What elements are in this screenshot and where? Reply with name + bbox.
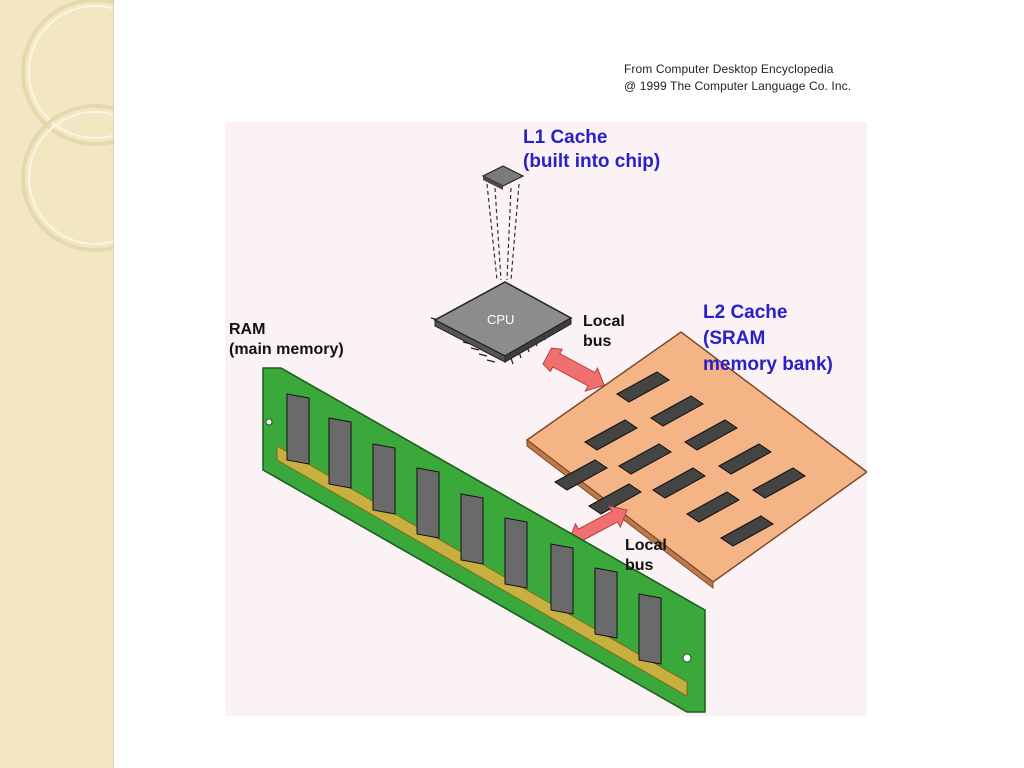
local-bus-bottom-line1: Local (625, 537, 667, 554)
credit-line-2: @ 1999 The Computer Language Co. Inc. (624, 79, 852, 93)
credit-line-1: From Computer Desktop Encyclopedia (624, 62, 834, 76)
l2-cache-line2: (SRAM (703, 328, 766, 349)
l1-cache-subtitle: (built into chip) (523, 151, 661, 172)
ram-chips (286, 393, 662, 665)
diagram-illustration (262, 165, 867, 713)
ram-mounting-hole-right (682, 653, 692, 663)
local-bus-bottom-line2: bus (625, 557, 654, 574)
sram-chips (554, 371, 806, 547)
l1-cache-title: L1 Cache (523, 127, 608, 148)
ram-label: RAM (main memory) (229, 320, 344, 360)
l2-cache-label: L2 Cache (SRAM memory bank) (703, 300, 833, 378)
local-bus-label-bottom: Local bus (625, 536, 667, 576)
l2-cache-title: L2 Cache (703, 302, 788, 323)
source-credit: From Computer Desktop Encyclopedia @ 199… (624, 61, 851, 95)
local-bus-label-top: Local bus (583, 312, 625, 352)
local-bus-top-line2: bus (583, 333, 612, 350)
memory-hierarchy-diagram: L1 Cache (built into chip) CPU Local bus… (225, 122, 867, 716)
l2-cache-line3: memory bank) (703, 354, 833, 375)
l1-projection-lines (486, 183, 520, 281)
local-bus-top-line1: Local (583, 313, 625, 330)
cpu-chip-right-edge (504, 317, 572, 363)
ram-subtitle: (main memory) (229, 341, 344, 358)
ram-title: RAM (229, 321, 266, 338)
ram-mounting-hole-left (265, 418, 273, 426)
cpu-label: CPU (487, 312, 515, 327)
sidebar-circles-decoration (21, 0, 113, 252)
local-bus-arrow-top (542, 347, 605, 392)
l1-cache-chip-edge (483, 176, 503, 190)
l1-cache-label: L1 Cache (built into chip) (523, 126, 660, 174)
decorative-sidebar (0, 0, 114, 768)
